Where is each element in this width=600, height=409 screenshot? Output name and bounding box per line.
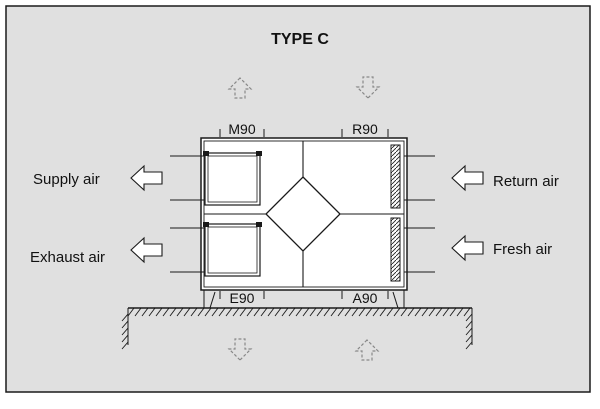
supply-fan [203, 151, 262, 206]
exhaust-air-arrow-icon [130, 236, 163, 264]
floor [121, 307, 473, 350]
return-air-filter [390, 144, 401, 209]
diagram-title: TYPE C [271, 31, 329, 48]
return-air-arrow-icon [451, 164, 484, 192]
fresh-air-filter [390, 217, 401, 282]
supply-air-arrow-icon [130, 164, 163, 192]
port-label-m90: M90 [228, 121, 255, 137]
return-air-label: Return air [493, 173, 559, 190]
heat-exchanger [265, 176, 341, 252]
dashed-up-arrow-top-left [227, 77, 253, 99]
dashed-down-arrow-top-right [355, 76, 381, 99]
dashed-up-arrow-bottom-right [354, 339, 380, 361]
port-label-e90: E90 [230, 290, 255, 306]
exhaust-air-label: Exhaust air [30, 249, 105, 266]
supply-air-label: Supply air [33, 171, 100, 188]
unit-legs [203, 290, 405, 309]
dashed-down-arrow-bottom-left [227, 338, 253, 361]
fresh-air-arrow-icon [451, 234, 484, 262]
exhaust-fan [203, 222, 262, 277]
port-ticks [219, 129, 389, 299]
port-label-r90: R90 [352, 121, 378, 137]
unit-partitions [204, 141, 404, 287]
duct-lines [170, 155, 435, 273]
port-label-a90: A90 [353, 290, 378, 306]
fresh-air-label: Fresh air [493, 241, 552, 258]
